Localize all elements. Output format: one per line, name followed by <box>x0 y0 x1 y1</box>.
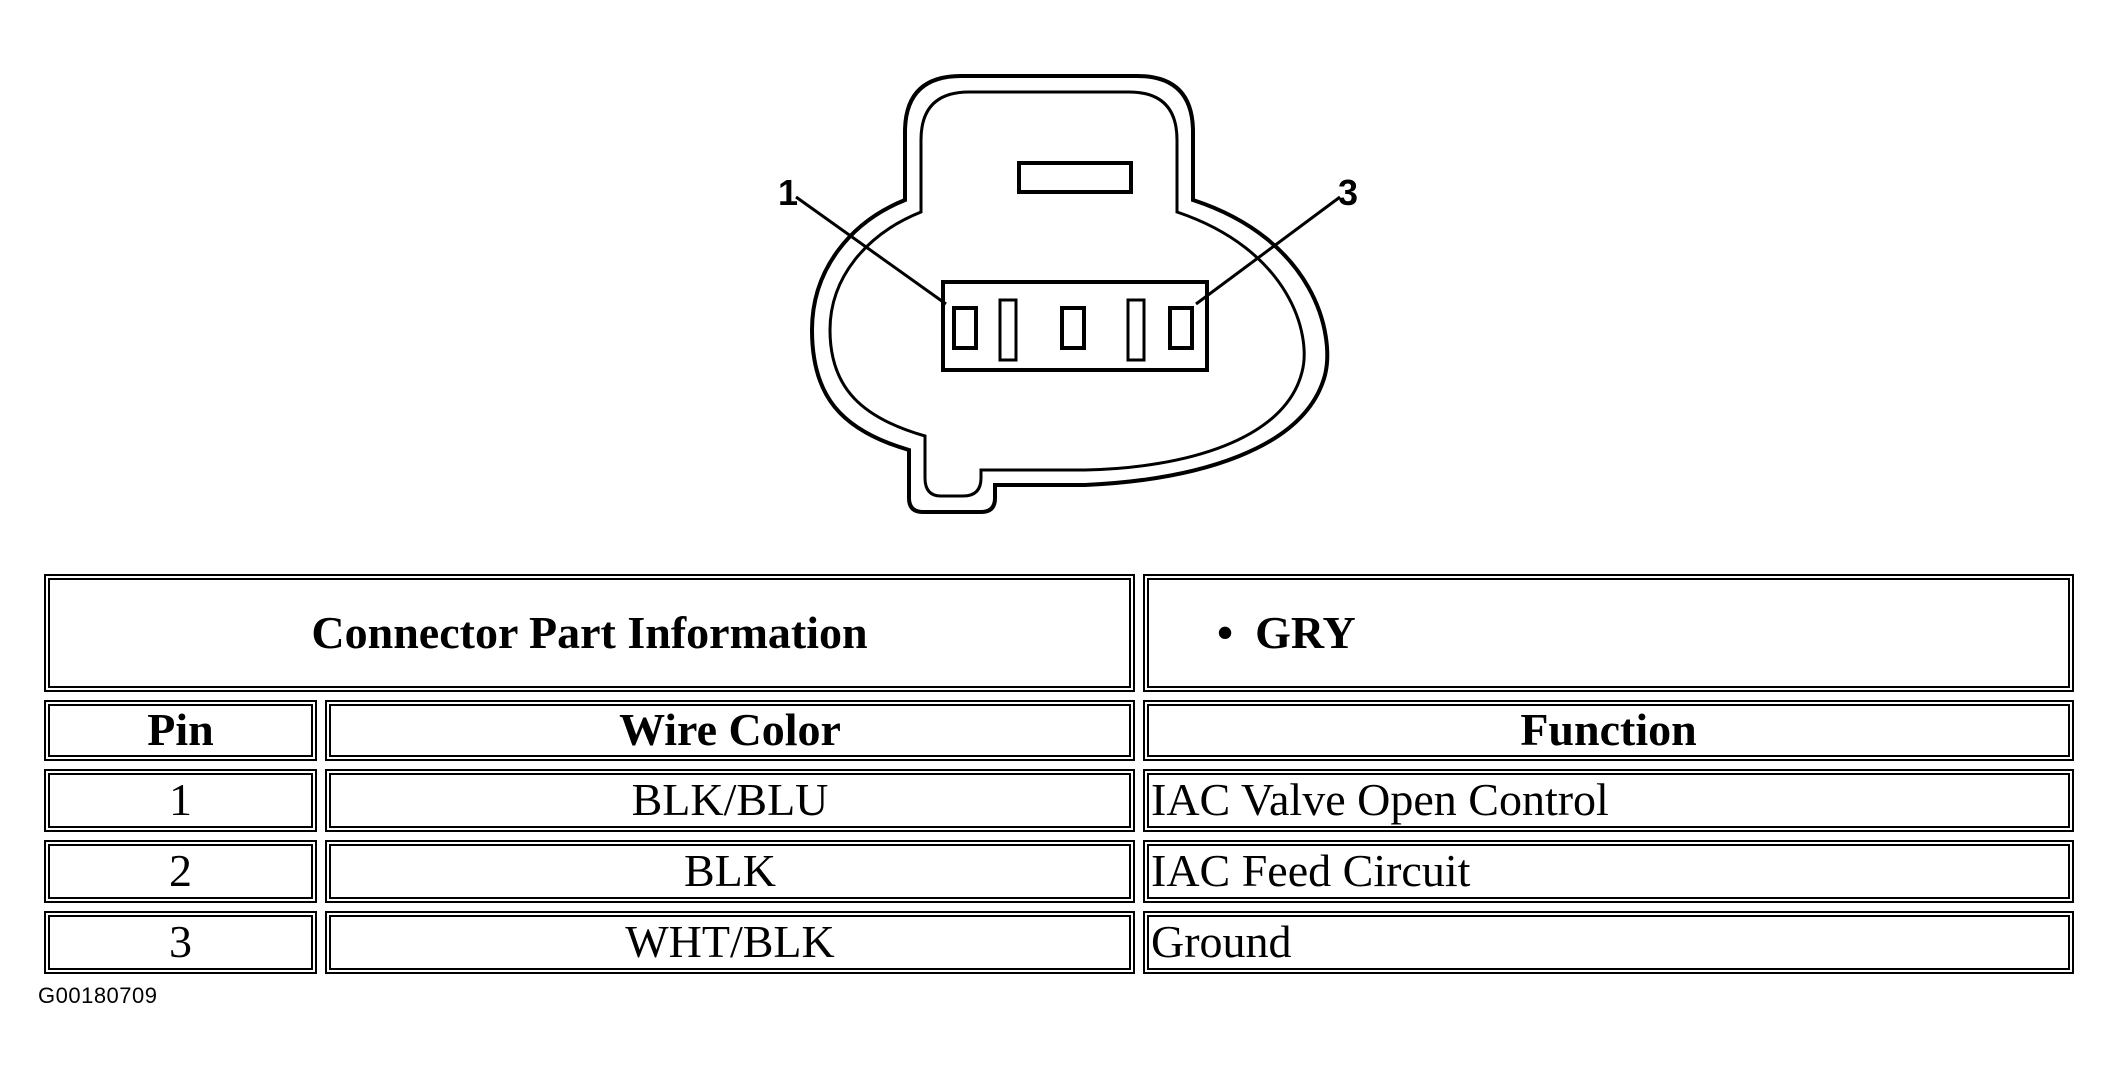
leader-line-pin-3 <box>1195 195 1341 306</box>
wire-color-cell: BLK/BLU <box>325 768 1135 832</box>
function-cell: IAC Valve Open Control <box>1143 768 2074 832</box>
table-row: 3 WHT/BLK Ground <box>44 910 2074 974</box>
callout-pin-3: 3 <box>1338 172 1358 213</box>
wire-color-cell: WHT/BLK <box>325 910 1135 974</box>
pin-cavity-3 <box>1168 306 1194 350</box>
connector-part-info-label: Connector Part Information <box>44 574 1135 692</box>
terminal-rib <box>998 298 1018 362</box>
column-header-wire-color: Wire Color <box>325 699 1135 761</box>
connector-housing-inner <box>828 90 1306 498</box>
column-header-pin: Pin <box>44 699 317 761</box>
pin-cavity-2 <box>1060 306 1086 350</box>
pin-cell: 3 <box>44 910 317 974</box>
figure-id: G00180709 <box>38 983 158 1008</box>
table-header-row: Connector Part Information • GRY <box>44 574 2074 692</box>
column-header-row: Pin Wire Color Function <box>44 699 2074 761</box>
callout-pin-1: 1 <box>778 172 798 213</box>
connector-color-value: GRY <box>1255 606 1356 658</box>
terminal-rib <box>1126 298 1146 362</box>
table-row: 1 BLK/BLU IAC Valve Open Control <box>44 768 2074 832</box>
connector-color-cell: • GRY <box>1143 574 2074 692</box>
pin-cell: 2 <box>44 839 317 903</box>
bullet-icon: • <box>1217 606 1234 658</box>
table-row: 2 BLK IAC Feed Circuit <box>44 839 2074 903</box>
function-cell: IAC Feed Circuit <box>1143 839 2074 903</box>
wire-color-cell: BLK <box>325 839 1135 903</box>
column-header-function: Function <box>1143 699 2074 761</box>
pin-cell: 1 <box>44 768 317 832</box>
connector-diagram: 1 3 <box>778 74 1358 514</box>
connector-housing-outer <box>809 74 1330 514</box>
terminal-block <box>941 280 1209 372</box>
pin-cavity-1 <box>952 306 978 350</box>
leader-line-pin-1 <box>795 195 947 306</box>
connector-info-table: Connector Part Information • GRY Pin Wire… <box>36 566 2082 982</box>
locking-tab-slot <box>1017 161 1133 194</box>
function-cell: Ground <box>1143 910 2074 974</box>
